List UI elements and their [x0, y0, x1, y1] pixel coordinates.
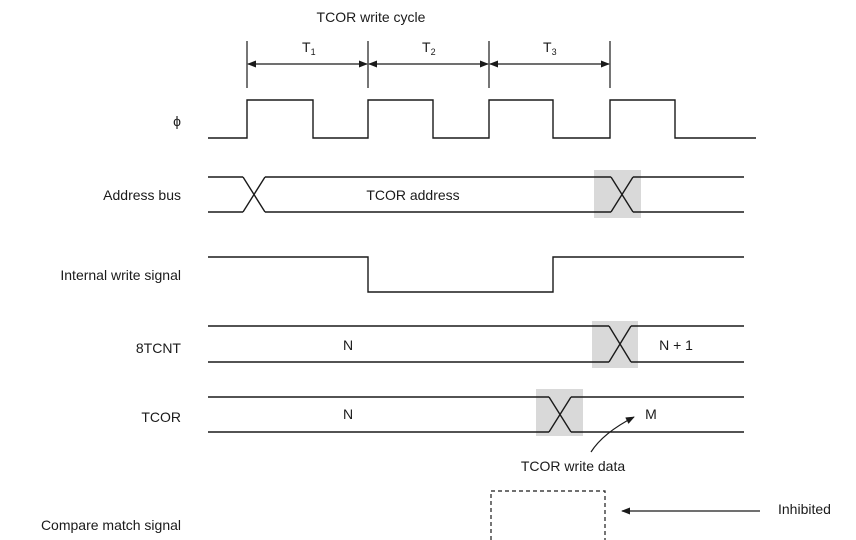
phi-label: ϕ — [173, 113, 181, 129]
phi-waveform — [208, 99, 756, 139]
tcor-waveform — [208, 396, 744, 433]
cycle-markers: T1 T2 T3 — [246, 39, 611, 88]
address-value: TCOR address — [366, 187, 459, 203]
cycle-t2-label: T2 — [422, 39, 436, 57]
write-data-arrow — [590, 416, 635, 453]
internal-write-waveform — [208, 256, 744, 293]
tcnt-label: 8TCNT — [136, 340, 182, 356]
cycle-t3-label: T3 — [543, 39, 557, 57]
compare-match-label: Compare match signal — [41, 517, 181, 533]
address-bus-label: Address bus — [103, 187, 181, 203]
tcor-label: TCOR — [141, 409, 181, 425]
inhibited-annotation: Inhibited — [778, 501, 831, 517]
cycle-t1-label: T1 — [302, 39, 316, 57]
tcor-value-before: N — [343, 406, 353, 422]
address-bus-waveform — [208, 176, 744, 213]
tcor-value-after: M — [645, 406, 657, 422]
write-data-annotation: TCOR write data — [521, 458, 625, 474]
tcnt-value-before: N — [343, 337, 353, 353]
tcnt-value-after: N + 1 — [659, 337, 693, 353]
compare-match-inhibited-pulse — [490, 490, 606, 540]
tcnt-waveform — [208, 325, 744, 363]
internal-write-label: Internal write signal — [60, 267, 181, 283]
diagram-title: TCOR write cycle — [317, 9, 426, 25]
